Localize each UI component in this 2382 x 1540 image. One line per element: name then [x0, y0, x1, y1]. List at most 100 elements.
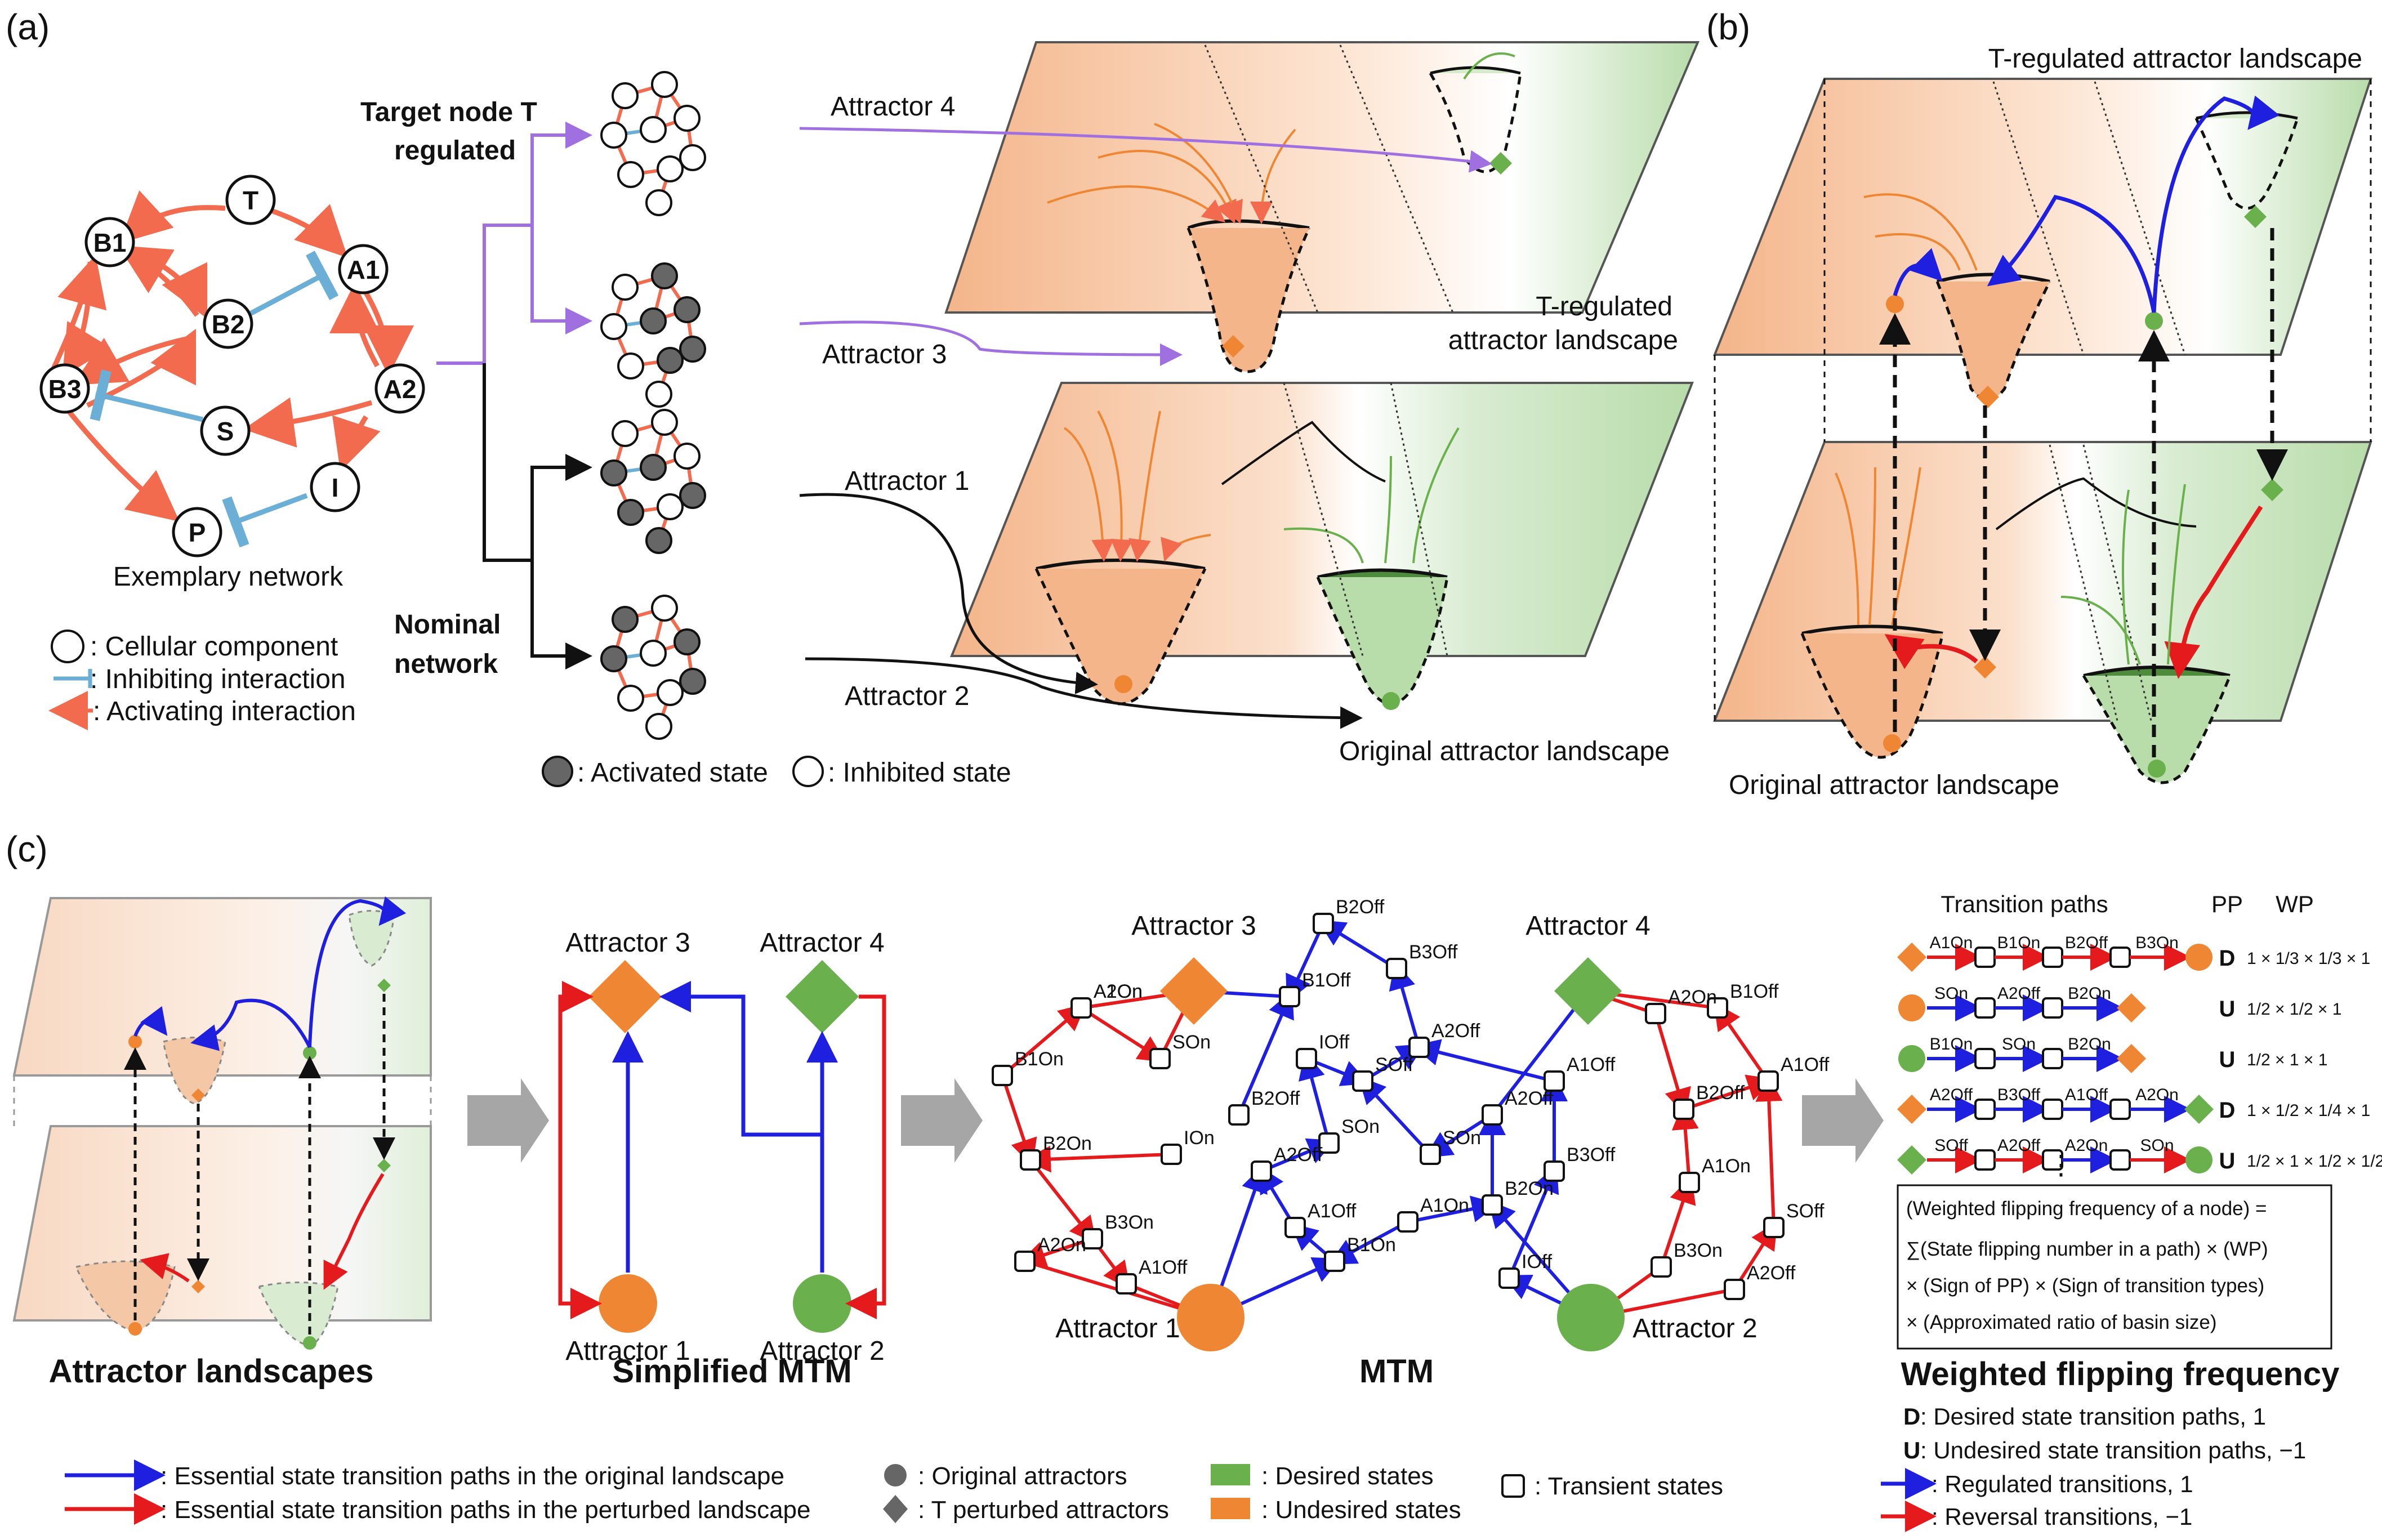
mtm-edge-label: A2On — [1094, 981, 1143, 1002]
target-label-2: regulated — [394, 136, 516, 166]
mtm-edge — [1507, 1164, 1559, 1279]
panel-b-landscapes — [1713, 78, 2372, 784]
node-T: T — [243, 186, 258, 215]
mini-node — [640, 307, 667, 334]
activated-state-legend: : Activated state — [577, 758, 768, 788]
mini-node — [612, 82, 639, 109]
panel-c-label: (c) — [6, 829, 48, 869]
legend-inhibiting: : Inhibiting interaction — [90, 664, 346, 694]
mtm-edge-label: B2Off — [1336, 896, 1385, 918]
wff-formula-1: (Weighted flipping frequency of a node) … — [1906, 1198, 2267, 1220]
simplified-attractor2: Attractor 2 — [760, 1336, 884, 1366]
mini-network — [600, 71, 706, 216]
mtm-edge — [1671, 1102, 1699, 1183]
mtm-edge-label: B2On — [1043, 1133, 1092, 1154]
mtm-edge — [1024, 1145, 1172, 1173]
transient-state-node — [1679, 1172, 1700, 1193]
mtm-edge-label: A1On — [1420, 1195, 1469, 1216]
wff-transition-label: B2On — [2068, 1035, 2111, 1054]
mini-node — [617, 161, 644, 188]
transient-state-node — [1296, 1048, 1317, 1069]
wff-wp-value: 1/2 × 1 × 1 — [2247, 1051, 2327, 1069]
wff-formula-3: × (Sign of PP) × (Sign of transition typ… — [1906, 1275, 2264, 1297]
transient-state-node — [1161, 1144, 1182, 1165]
attractor2-label: Attractor 2 — [845, 681, 969, 711]
transient-state-node — [2042, 947, 2063, 968]
mini-networks — [600, 71, 706, 740]
mtm-edge-label: B3On — [1105, 1212, 1154, 1233]
simplified-attractor4: Attractor 4 — [760, 928, 884, 958]
mini-node — [617, 352, 644, 380]
mini-node — [612, 606, 639, 633]
transient-state-node — [1974, 997, 1996, 1019]
transient-state-node — [1763, 1217, 1785, 1238]
exemplary-network: T B1 A1 B2 B3 A2 S I P — [39, 175, 425, 557]
transient-state-node — [2109, 1099, 2131, 1120]
wff-transition-label: B3Off — [1997, 1086, 2041, 1104]
original-attractor-icon — [884, 1464, 907, 1487]
bottom-legend-blue: : Essential state transition paths in th… — [160, 1462, 784, 1490]
wff-transition-label: A1On — [1930, 934, 1973, 952]
exemplary-network-caption: Exemplary network — [113, 562, 344, 592]
mini-node — [651, 595, 678, 622]
attractor3-label: Attractor 3 — [822, 340, 947, 369]
transient-state-node — [1974, 947, 1996, 968]
t-landscape-label-2: attractor landscape — [1448, 325, 1678, 355]
mini-node — [651, 409, 678, 436]
transient-state-node — [1673, 1099, 1694, 1120]
mtm-edge-label: B1On — [1015, 1048, 1064, 1070]
mtm-edge-label: A2Off — [1747, 1262, 1796, 1284]
mini-network — [600, 262, 706, 408]
wff-pp-value: D — [2219, 1098, 2236, 1123]
attractor-diamond-icon — [2184, 1095, 2214, 1124]
mtm-edge-label: SOff — [1786, 1200, 1825, 1222]
activated-state-icon — [542, 756, 573, 787]
mtm-edge — [1317, 919, 1398, 970]
mtm-edge — [1018, 1237, 1093, 1268]
mtm-edge-label: A2Off — [1431, 1020, 1480, 1042]
mtm-edge — [1001, 1075, 1037, 1167]
mtm-edge — [1299, 1052, 1331, 1144]
mtm-edge-label: A1Off — [1781, 1054, 1830, 1075]
mtm-attractor1: Attractor 1 — [1055, 1314, 1180, 1343]
arrow-right-icon — [467, 1078, 549, 1163]
attractor-circle-icon — [2185, 944, 2213, 971]
mtm-edge-label: B2Off — [1251, 1088, 1300, 1109]
transition-paths-header: Transition paths — [1941, 891, 2108, 917]
transient-state-node — [1544, 1160, 1565, 1182]
wff-transition-label: SOn — [2002, 1035, 2036, 1054]
perturbed-attractor-icon — [883, 1495, 908, 1523]
wff-ellipsis: ⋮ — [2048, 1150, 2075, 1180]
mtm-edge — [1412, 1039, 1555, 1083]
transient-state-node — [2109, 1149, 2131, 1171]
mtm-edge — [1755, 1074, 1783, 1228]
transient-state-node — [1757, 1070, 1779, 1092]
wff-transition-label: A2Off — [1930, 1086, 1973, 1104]
mtm-edge — [1660, 1176, 1696, 1267]
attractor-diamond-icon — [2117, 993, 2146, 1023]
attractor-diamond-icon — [1897, 1095, 1926, 1124]
wff-transition-label: B1On — [1997, 934, 2041, 952]
legend-d: D — [1903, 1403, 1920, 1430]
wff-transition-label: B2Off — [2065, 934, 2108, 952]
mini-node — [612, 274, 639, 301]
legend-reversal: : Reversal transitions, −1 — [1932, 1503, 2192, 1530]
mini-node — [612, 420, 639, 447]
transient-state-node — [1082, 1228, 1103, 1249]
wff-wp-value: 1/2 × 1 × 1/2 × 1/2 — [2247, 1152, 2382, 1171]
attractor-circle-icon — [1898, 1045, 1925, 1072]
mini-node — [645, 189, 672, 216]
bottom-legend-red: : Essential state transition paths in th… — [160, 1496, 810, 1524]
legend-d-text: : Desired state transition paths, 1 — [1920, 1403, 2266, 1430]
mtm-edge-label: A1Off — [1308, 1200, 1357, 1222]
mtm-edge-label: A2On — [1668, 987, 1717, 1008]
transient-state-node — [1544, 1070, 1565, 1092]
transient-state-node — [1149, 1048, 1171, 1069]
mini-node — [640, 640, 667, 667]
mini-node — [679, 668, 706, 695]
bottom-legend-orig: : Original attractors — [918, 1462, 1127, 1490]
target-label-1: Target node T — [360, 97, 537, 127]
mini-node — [645, 381, 672, 408]
node-B2: B2 — [212, 310, 245, 339]
mtm-edge-label: A2Off — [1505, 1088, 1554, 1109]
